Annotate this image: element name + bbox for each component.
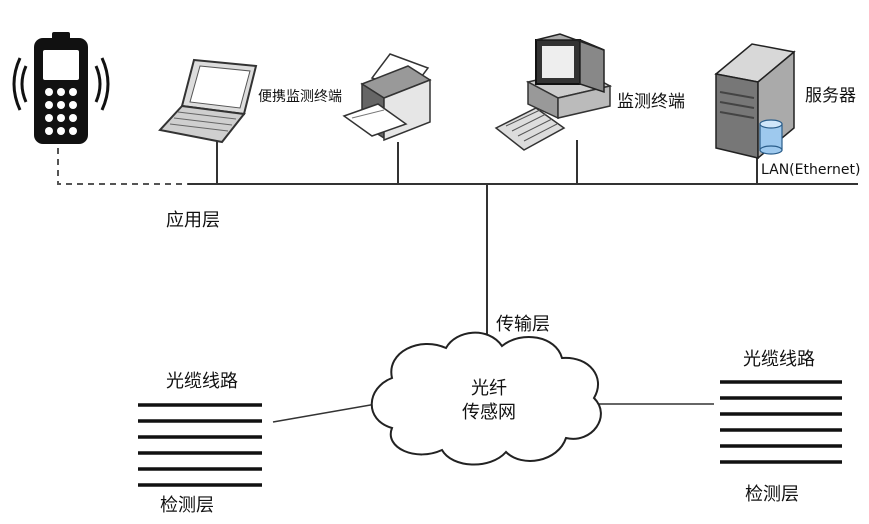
application-layer-label: 应用层 (166, 210, 220, 231)
mobile-phone-icon (12, 32, 110, 144)
printer-icon (342, 53, 432, 142)
server-icon (714, 43, 796, 160)
sensing-network-label-line2: 传感网 (462, 402, 516, 423)
desktop-pc-icon (494, 33, 613, 151)
server-label: 服务器 (805, 86, 856, 106)
right-cable-lines (720, 380, 842, 464)
portable-terminal-label: 便携监测终端 (258, 89, 342, 105)
lan-label: LAN(Ethernet) (761, 162, 861, 178)
phone-dashed-link (57, 148, 188, 185)
detection-layer-label-right: 检测层 (745, 484, 799, 505)
left-cable-link (272, 402, 383, 423)
cable-label-right: 光缆线路 (743, 349, 815, 370)
left-cable-lines (138, 403, 262, 487)
sensing-network-label-line1: 光纤 (471, 378, 507, 399)
cable-label-left: 光缆线路 (166, 371, 238, 392)
fiber-sensing-cloud (370, 331, 602, 466)
detection-layer-label-left: 检测层 (160, 495, 214, 516)
monitor-terminal-label: 监测终端 (617, 92, 685, 112)
transport-layer-label: 传输层 (496, 314, 550, 335)
laptop-icon (158, 58, 258, 144)
